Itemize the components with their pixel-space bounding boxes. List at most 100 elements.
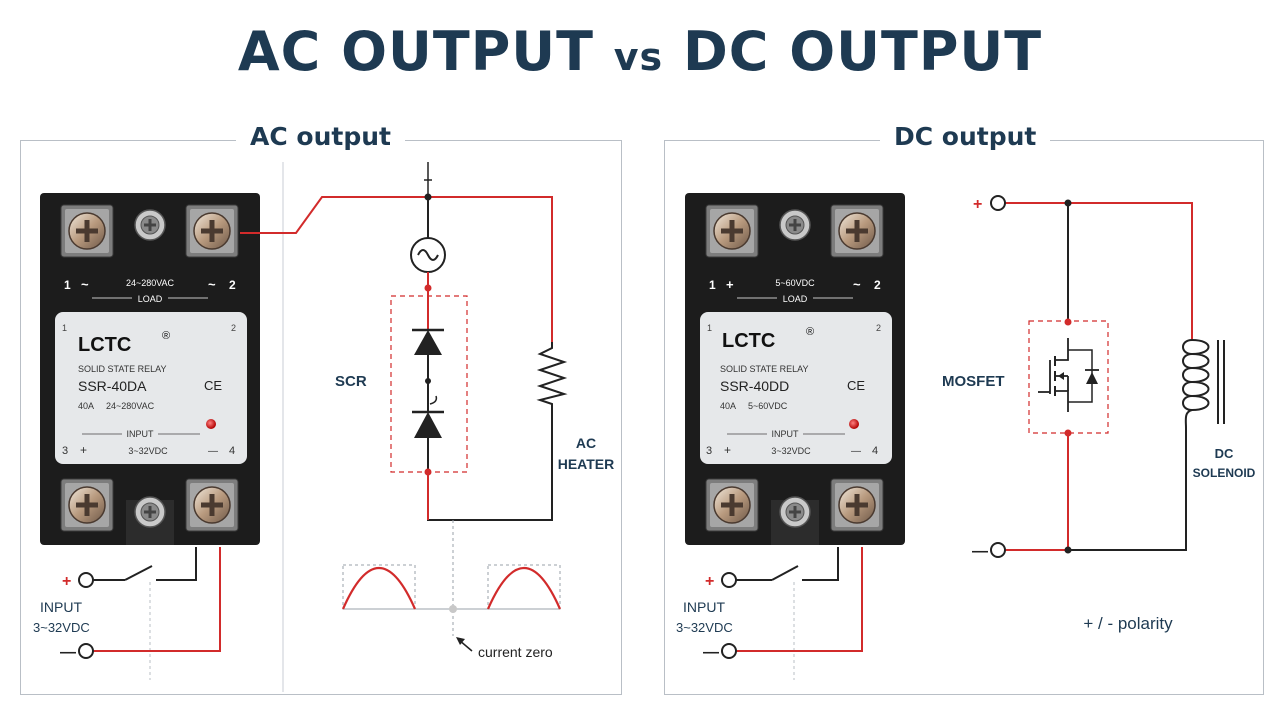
dc-supply-plus-terminal[interactable] [990,195,1006,211]
ac-input-minus-terminal[interactable] [78,643,94,659]
ac-terminal-2-label: 2 [229,278,236,292]
ac-relay: 1 ~ 24~280VAC ~ 2 LOAD 1 2 LCTC ® SOLID … [40,193,260,545]
ac-junction-top [424,193,432,201]
dc-terminal-1-screw[interactable] [705,204,759,258]
ac-scr-upper-thyristor [414,330,442,355]
dc-input-range-plate: 3~32VDC [771,446,811,456]
ac-sine-icon [417,249,439,261]
dc-solenoid-coil [1182,339,1210,429]
dc-load-range: 5~60VDC [775,278,815,288]
ac-terminal-4-label: 4 [229,445,235,457]
ac-ce-mark: CE [204,378,222,393]
ac-plate-num-1: 1 [62,323,67,333]
dc-terminal-4-label: 4 [872,445,878,457]
dc-solenoid-label-2: SOLENOID [1193,466,1256,480]
ac-terminal-3-screw[interactable] [60,478,114,532]
ac-load-label: LOAD [138,294,163,304]
dc-relay-type: SOLID STATE RELAY [720,364,809,374]
ac-mount-screw-top [134,209,166,241]
title-vs: vs [613,35,664,79]
dc-input-switch-wire [802,547,839,581]
dc-input-label: INPUT [683,599,725,615]
dc-input-minus-wire [736,547,863,652]
ac-relay-model: SSR-40DA [78,378,147,394]
dc-mosfet-label: MOSFET [942,373,1005,390]
ac-load-return-wire [427,408,553,521]
ac-input-switch[interactable] [124,565,153,581]
ac-scr-lower-thyristor [414,412,442,438]
ac-wave-half-right [486,566,562,610]
ac-input-label: INPUT [40,599,82,615]
ac-top-right-symbol: ~ [208,277,216,292]
dc-input-minus-sign: — [703,644,719,661]
ac-bottom-left-symbol: + [80,443,87,457]
ac-heater-resistor [536,342,568,408]
dc-input-minus-terminal[interactable] [721,643,737,659]
ac-panel-title: AC output [236,122,405,151]
ac-label-plate [55,312,247,464]
ac-scr-upper-gate [421,343,429,355]
ac-brand-logo: LCTC [78,334,131,356]
title-ac-output: AC OUTPUT [237,20,594,83]
ac-load-range: 24~280VAC [126,278,175,288]
dc-plate-num-2: 2 [876,323,881,333]
ac-waveform: current zero [341,520,562,660]
ac-input-plus-terminal[interactable] [78,572,94,588]
dc-plate-num-1: 1 [707,323,712,333]
dc-relay-model: SSR-40DD [720,378,789,394]
dc-registered-mark: ® [806,326,814,338]
ac-terminal-1-label: 1 [64,278,71,292]
ac-terminal-1-screw[interactable] [60,204,114,258]
ac-input-range: 3~32VDC [33,620,90,635]
ac-registered-mark: ® [162,330,170,342]
dc-supply-plus-wire [1005,202,1193,340]
dc-input-circuit: + INPUT 3~32VDC — [676,547,863,680]
dc-ce-mark: CE [847,378,865,393]
dc-input-switch[interactable] [771,565,799,581]
ac-rating-current: 40A [78,401,94,411]
ac-input-switch-wire [156,547,197,581]
dc-brand-logo: LCTC [722,330,775,352]
ac-terminal-4-screw[interactable] [185,478,239,532]
dc-supply-minus-terminal[interactable] [990,542,1006,558]
dc-mount-screw-bottom [779,496,811,528]
ac-scr-bottom-node [424,468,432,476]
dc-terminal-2-screw[interactable] [830,204,884,258]
dc-rating-voltage: 5~60VDC [748,401,788,411]
ac-input-circuit: + INPUT 3~32VDC — [33,547,221,680]
dc-top-left-symbol: + [726,277,734,292]
ac-terminal-3-label: 3 [62,445,68,457]
dc-terminal-4-screw[interactable] [830,478,884,532]
dc-input-plus-terminal[interactable] [721,572,737,588]
ac-zero-arrowhead [456,637,465,645]
ac-input-label-plate: INPUT [127,429,155,439]
ac-relay-type: SOLID STATE RELAY [78,364,167,374]
dc-polarity-note: + / - polarity [1083,614,1173,633]
ac-input-minus-wire [93,547,221,652]
dc-panel-title: DC output [880,122,1051,151]
dc-input-led [849,419,859,429]
dc-terminal-3-screw[interactable] [705,478,759,532]
ac-heater-label-1: AC [576,435,596,451]
dc-mosfet-box [1028,320,1109,434]
ac-heater-label-2: HEATER [558,456,615,472]
ac-plate-num-2: 2 [231,323,236,333]
ac-mount-screw-bottom [134,496,166,528]
ac-terminal-2-screw[interactable] [185,204,239,258]
dc-bottom-right-symbol: — [851,446,861,457]
dc-input-range: 3~32VDC [676,620,733,635]
dc-terminal-1-label: 1 [709,278,716,292]
ac-rating-voltage: 24~280VAC [106,401,155,411]
dc-load-circuit: + — MOSFET DC SOLENOID + / - polarity [942,195,1256,633]
dc-junction-top [1064,199,1072,207]
ac-scr-lower-gate [429,395,438,405]
dc-terminal-3-label: 3 [706,445,712,457]
dc-solenoid-label-1: DC [1215,446,1234,461]
dc-load-label: LOAD [783,294,808,304]
ac-scr-mid-node [425,378,431,384]
ac-wave-half-left [341,566,417,610]
dc-input-label-plate: INPUT [772,429,800,439]
ac-input-minus-sign: — [60,644,76,661]
dc-top-right-symbol: ~ [853,277,861,292]
dc-relay: 1 + 5~60VDC ~ 2 LOAD 1 2 LCTC ® SOLID ST… [685,193,905,545]
